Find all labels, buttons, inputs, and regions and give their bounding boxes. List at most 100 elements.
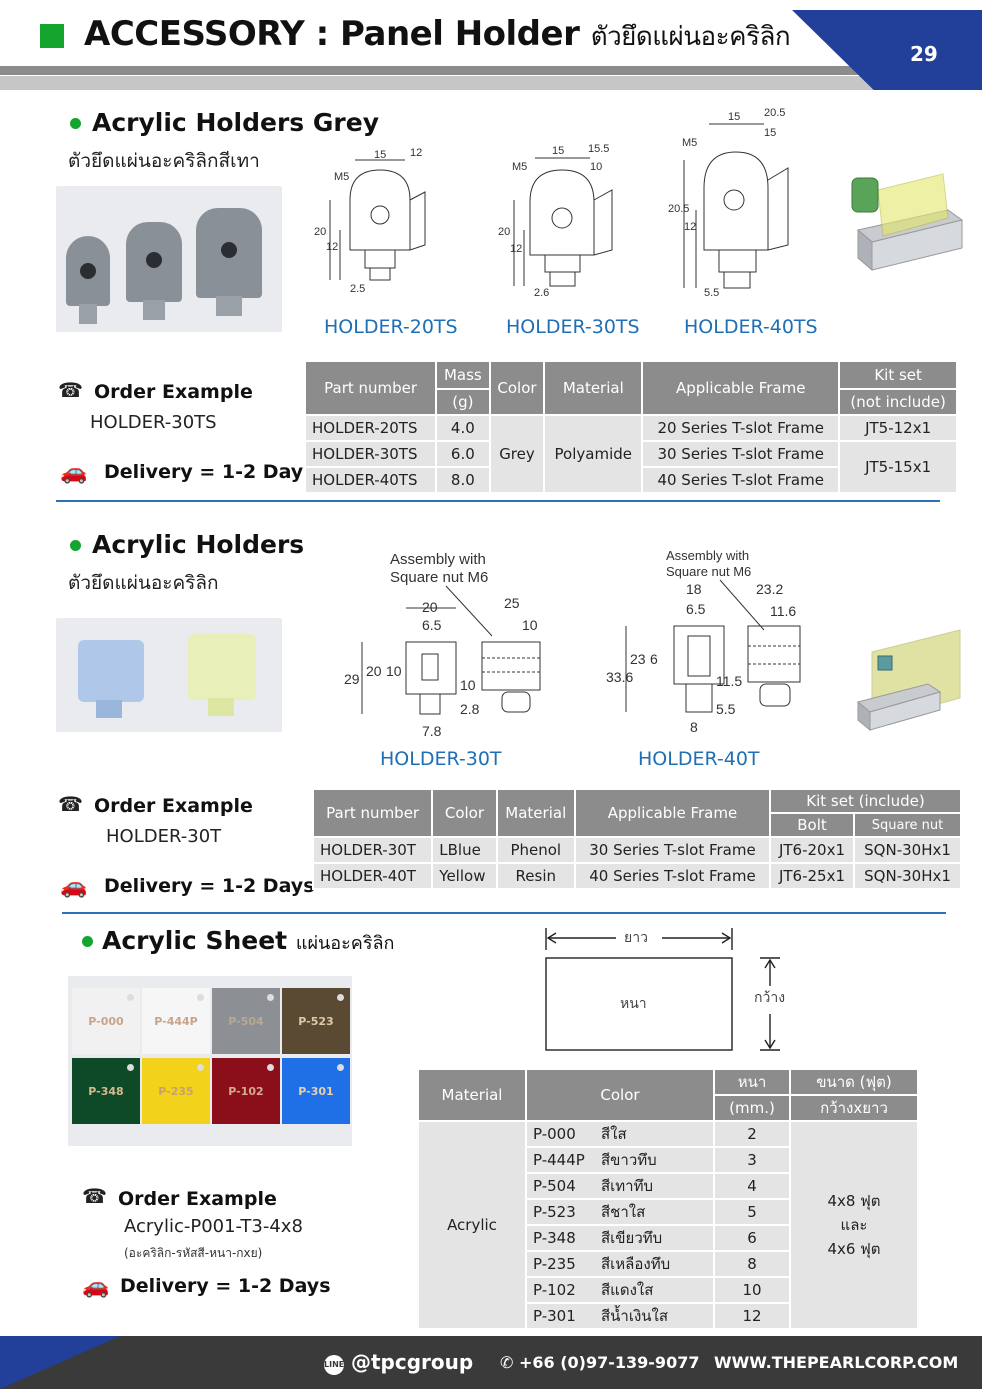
- footer-line-id[interactable]: LINE @tpcgroup: [324, 1350, 474, 1375]
- swatch-hole-icon: [267, 1064, 274, 1071]
- th-bolt: Bolt: [768, 812, 856, 838]
- swatch-label: P-102: [228, 1084, 264, 1098]
- svg-text:12: 12: [326, 241, 338, 253]
- svg-text:25: 25: [504, 595, 520, 611]
- svg-text:15: 15: [552, 145, 564, 157]
- spec-table-grey: Part number Mass Color Material Applicab…: [303, 360, 958, 494]
- svg-text:12: 12: [510, 243, 522, 255]
- svg-text:5.5: 5.5: [716, 701, 736, 717]
- acrylic-holders-photo: [56, 618, 282, 732]
- th-kit: Kit set (include): [768, 788, 963, 814]
- line-app-icon: LINE: [324, 1355, 344, 1375]
- svg-text:10: 10: [590, 161, 602, 173]
- svg-text:2.6: 2.6: [534, 287, 549, 299]
- th-color: Color: [488, 360, 546, 416]
- svg-text:2.5: 2.5: [350, 283, 365, 295]
- assembly-illustration-grey: [851, 173, 964, 272]
- th-kit-note: (not include): [838, 388, 958, 416]
- swatch-p-102: P-102: [212, 1058, 280, 1124]
- th-mass-unit: (g): [435, 388, 491, 416]
- swatch-label: P-504: [228, 1014, 264, 1028]
- page-title: ACCESSORY : Panel Holder ตัวยึดแผ่นอะคริ…: [84, 14, 791, 54]
- cell-thickness: 2: [713, 1120, 791, 1148]
- th-frame: Applicable Frame: [573, 788, 771, 838]
- th-mass: Mass: [435, 360, 491, 390]
- th-size: ขนาด (ฟุต): [789, 1068, 919, 1096]
- th-thick: หนา: [713, 1068, 791, 1096]
- svg-text:20: 20: [314, 226, 326, 238]
- th-kit: Kit set: [838, 360, 958, 390]
- table-row: HOLDER-30T LBlue Phenol 30 Series T-slot…: [311, 836, 962, 864]
- th-square-nut: Square nut: [853, 812, 962, 838]
- delivery-sheet: Delivery = 1-2 Days: [120, 1275, 331, 1297]
- th-part-number: Part number: [303, 360, 438, 416]
- order-example-value-acrylic: HOLDER-30T: [106, 826, 222, 847]
- svg-text:ยาว: ยาว: [624, 929, 648, 945]
- svg-text:33.6: 33.6: [606, 669, 633, 685]
- car-icon: 🚗: [60, 460, 88, 485]
- th-thick-unit: (mm.): [713, 1094, 791, 1122]
- table-row: HOLDER-40T Yellow Resin 40 Series T-slot…: [311, 862, 962, 890]
- swatch-label: P-000: [88, 1014, 124, 1028]
- svg-text:5.5: 5.5: [704, 287, 719, 299]
- svg-text:M5: M5: [512, 161, 527, 173]
- svg-text:23: 23: [630, 651, 646, 667]
- order-example-label-acrylic: Order Example: [94, 795, 253, 817]
- swatch-p-504: P-504: [212, 988, 280, 1054]
- svg-text:20.5: 20.5: [668, 203, 689, 215]
- spec-table-sheet: Material Color หนา ขนาด (ฟุต) (mm.) กว้า…: [417, 1068, 919, 1330]
- svg-text:Assembly with: Assembly with: [666, 548, 749, 563]
- car-icon: 🚗: [82, 1274, 110, 1299]
- cell-material: Acrylic: [417, 1120, 527, 1330]
- swatch-hole-icon: [197, 1064, 204, 1071]
- order-example-label-grey: Order Example: [94, 381, 253, 403]
- th-material: Material: [495, 788, 576, 838]
- footer-website[interactable]: WWW.THEPEARLCORP.COM: [714, 1353, 959, 1372]
- svg-text:หนา: หนา: [620, 995, 647, 1011]
- swatch-label: P-348: [88, 1084, 124, 1098]
- section-subtitle-grey: ตัวยึดแผ่นอะคริลิกสีเทา: [68, 150, 260, 172]
- svg-text:10: 10: [522, 617, 538, 633]
- svg-text:6.5: 6.5: [422, 617, 442, 633]
- svg-text:M5: M5: [334, 171, 349, 183]
- label-holder-20ts: HOLDER-20TS: [324, 316, 458, 338]
- sheet-dimension-diagram: ยาว หนา กว้าง: [545, 928, 785, 1051]
- svg-text:10: 10: [386, 663, 402, 679]
- section-title-sheet: Acrylic Sheet แผ่นอะคริลิก: [102, 926, 395, 955]
- order-example-label-sheet: Order Example: [118, 1188, 277, 1210]
- svg-text:15: 15: [728, 111, 740, 123]
- th-material: Material: [417, 1068, 527, 1122]
- label-holder-40t: HOLDER-40T: [638, 748, 760, 770]
- footer-bar: [0, 1336, 982, 1389]
- footer-phone[interactable]: ✆ +66 (0)97-139-9077: [500, 1353, 700, 1372]
- svg-text:12: 12: [684, 221, 696, 233]
- svg-text:M5: M5: [682, 137, 697, 149]
- label-holder-40ts: HOLDER-40TS: [684, 316, 818, 338]
- grey-holders-photo: [56, 186, 282, 332]
- swatch-hole-icon: [267, 994, 274, 1001]
- svg-text:11.5: 11.5: [716, 673, 742, 689]
- assembly-illustration-acrylic: [856, 629, 961, 732]
- cell-thickness: 6: [713, 1224, 791, 1252]
- svg-text:10: 10: [460, 677, 476, 693]
- cell-thickness: 4: [713, 1172, 791, 1200]
- th-color: Color: [431, 788, 498, 838]
- svg-text:20.5: 20.5: [764, 107, 785, 119]
- swatch-hole-icon: [197, 994, 204, 1001]
- spec-table-acrylic: Part number Color Material Applicable Fr…: [311, 788, 963, 890]
- phone-call-icon: ✆: [500, 1353, 514, 1372]
- swatch-hole-icon: [127, 994, 134, 1001]
- separator-2: [62, 912, 946, 914]
- drawing-holder-20ts: 15 12 M5 20 12 2.5: [314, 147, 426, 295]
- phone-icon: ☎: [58, 378, 83, 402]
- th-color: Color: [525, 1068, 715, 1122]
